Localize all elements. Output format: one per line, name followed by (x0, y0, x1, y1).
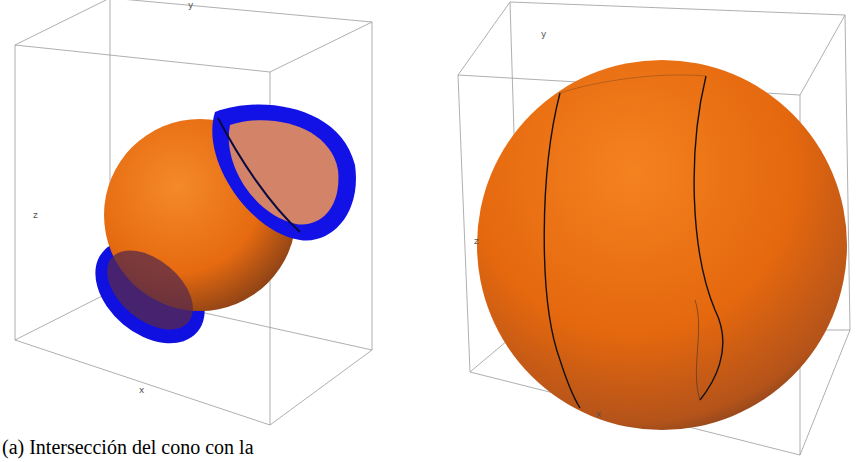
axis-label: z (474, 237, 479, 246)
axis-label: z (33, 211, 38, 220)
axis-label: x (139, 386, 144, 395)
bounding-box (15, 0, 372, 425)
bounding-box (458, 2, 850, 455)
sphere-with-curves (477, 60, 847, 430)
cone-sphere-intersection (76, 105, 356, 364)
axis-label: y (188, 1, 193, 10)
axis-label: y (541, 30, 546, 39)
axis-label: x (596, 410, 601, 419)
subfigure-caption: (a) Intersección del cono con la (2, 436, 254, 458)
